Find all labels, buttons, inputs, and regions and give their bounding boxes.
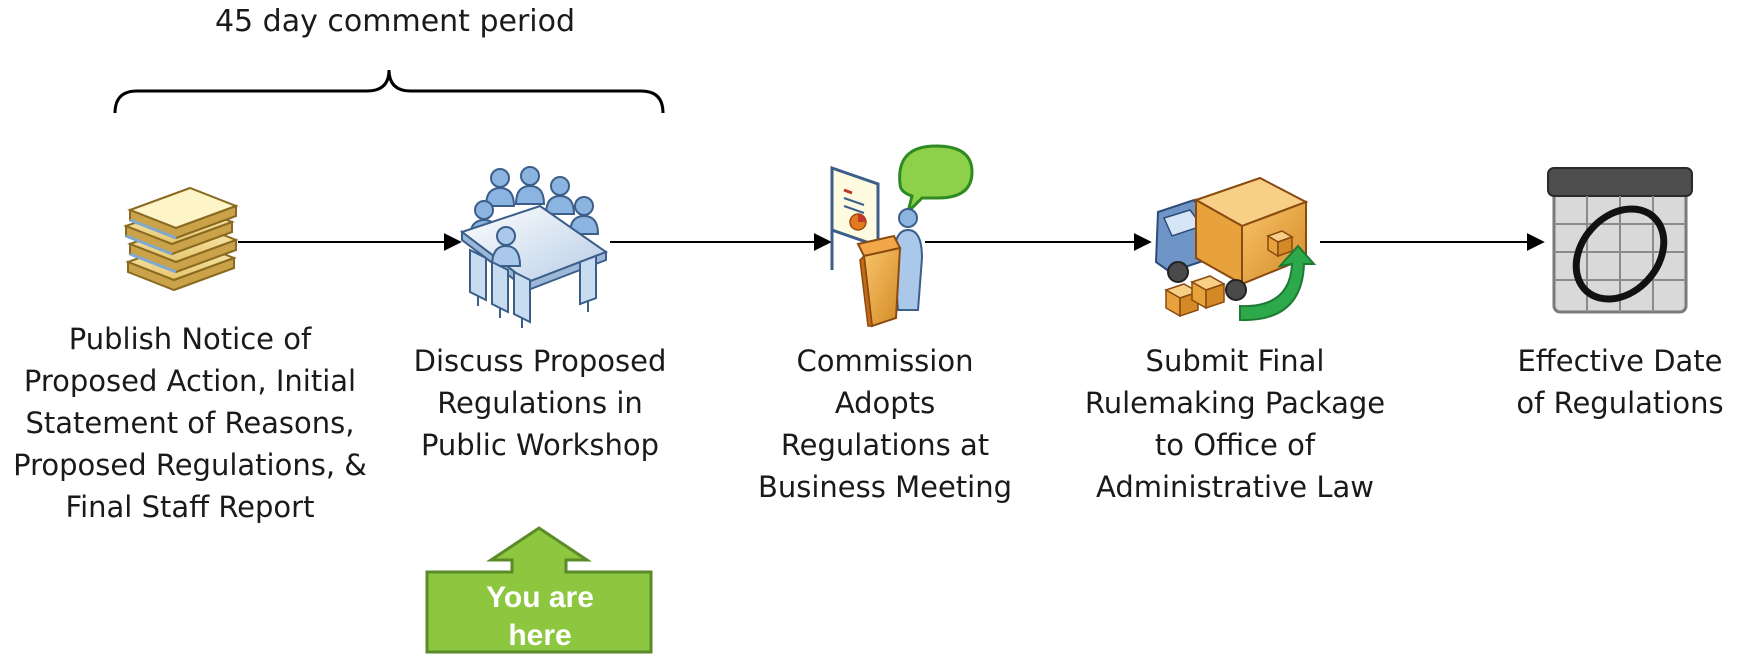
step-submit-label: Submit Final Rulemaking Package to Offic…	[1084, 344, 1386, 504]
presenter-podium-icon	[830, 144, 974, 328]
document-stack-icon	[123, 186, 239, 292]
calendar-icon	[1547, 167, 1693, 314]
delivery-truck-icon	[1154, 176, 1317, 322]
step-commission-label: Commission Adopts Regulations at Busines…	[757, 344, 1013, 504]
step-workshop-label: Discuss Proposed Regulations in Public W…	[413, 344, 667, 462]
you-are-here-marker	[425, 526, 653, 654]
meeting-table-icon	[459, 166, 609, 328]
you-are-here-label: You are here	[486, 581, 594, 652]
comment-period-label: 45 day comment period	[214, 4, 576, 39]
step-effective-label: Effective Date of Regulations	[1516, 344, 1724, 420]
comment-period-bracket	[113, 69, 665, 114]
step-publish-label: Publish Notice of Proposed Action, Initi…	[13, 322, 367, 524]
